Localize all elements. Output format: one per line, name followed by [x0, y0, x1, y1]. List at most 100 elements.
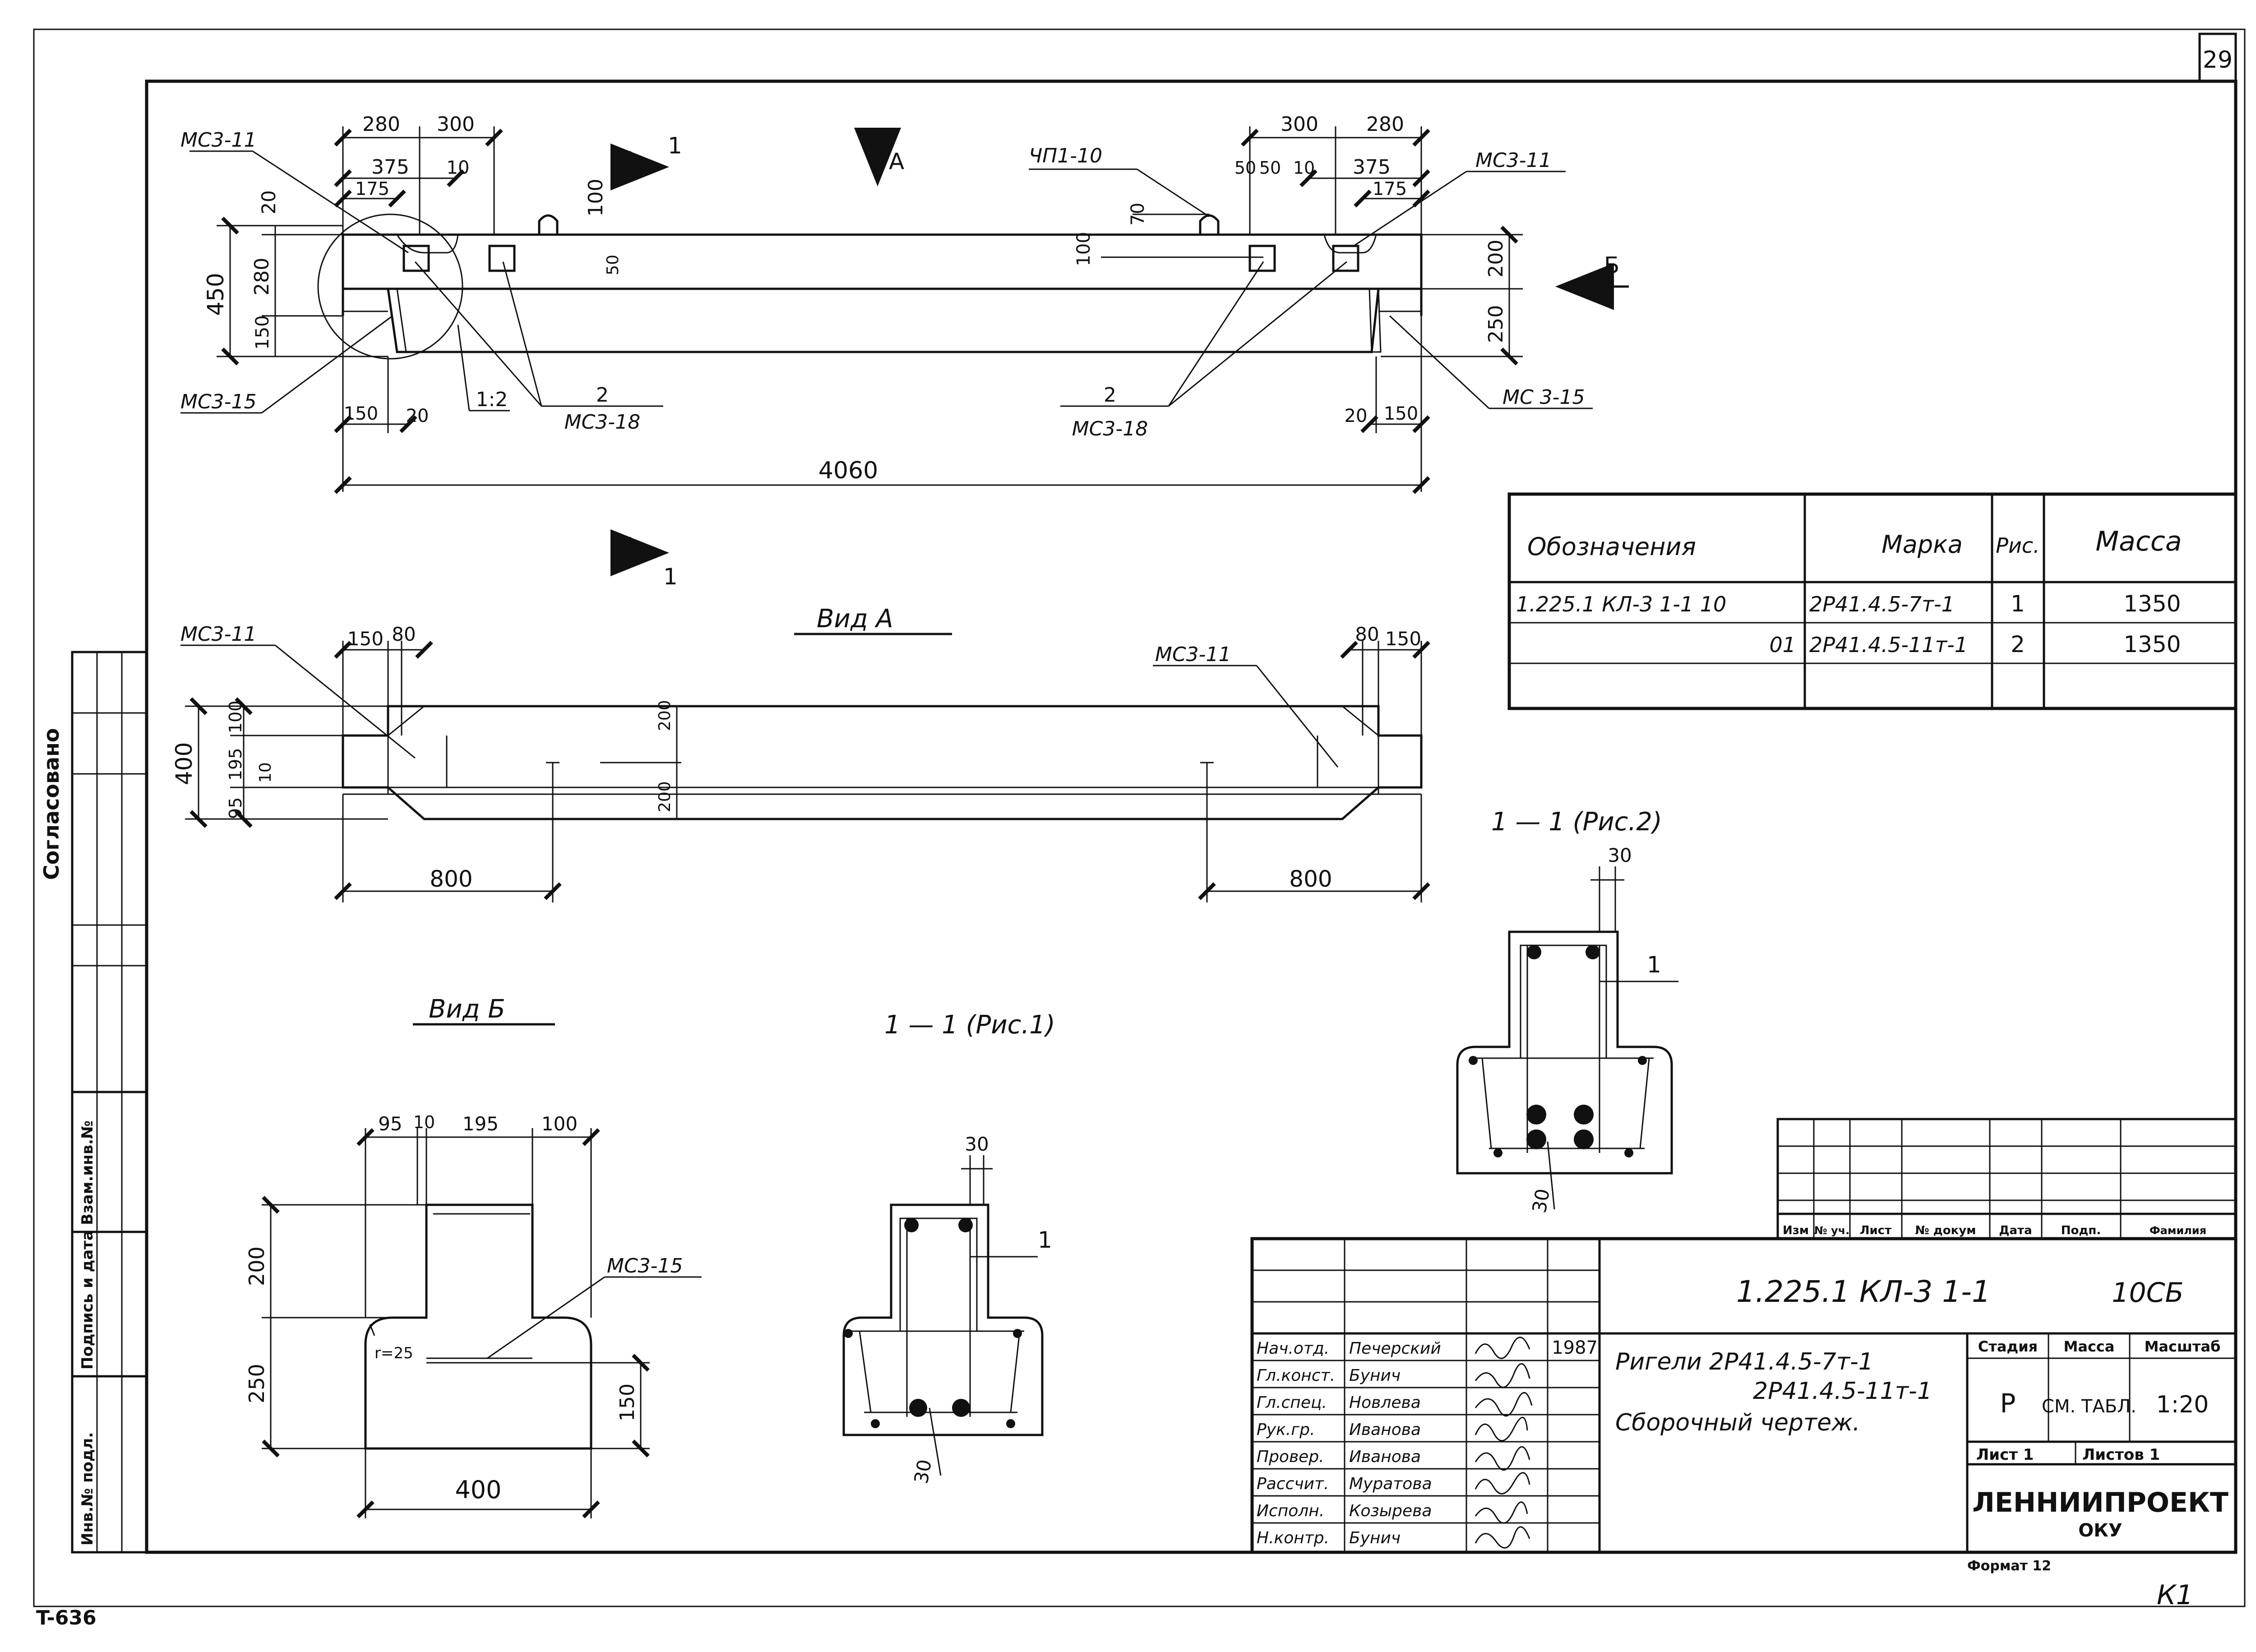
dim-300-left: 300	[437, 113, 475, 136]
rebar-bar	[1527, 945, 1541, 959]
rebar-bar	[1638, 1056, 1647, 1065]
spec-header-figure: Рис.	[1996, 533, 2040, 558]
rev-header-section: № уч.	[1814, 1224, 1849, 1237]
dim-300-right: 300	[1281, 113, 1318, 136]
view-a-dim-95: 95	[226, 797, 245, 819]
signature	[1475, 1526, 1530, 1549]
dim-375-left: 375	[371, 156, 409, 179]
section-fig2-outline	[1456, 930, 1673, 1175]
embedded-plate	[488, 245, 516, 272]
mcz11-left-label: МС3-11	[180, 129, 257, 152]
organization: ЛЕННИИПРОЕКТ	[1972, 1487, 2228, 1518]
dim-375-right: 375	[1353, 156, 1391, 179]
name-1: Бунич	[1349, 1366, 1401, 1385]
role-4: Провер.	[1257, 1448, 1324, 1466]
mcz18-left-label: МС3-18	[564, 411, 641, 434]
view-b-arrow-label: Б	[1604, 252, 1619, 278]
signature	[1475, 1363, 1530, 1388]
spec-row1-figure: 1	[2011, 591, 2025, 617]
spec-row2-designation: 01	[1769, 633, 1796, 657]
slope-label: 1:2	[476, 388, 508, 411]
view-a-dim-200-bottom: 200	[656, 781, 674, 812]
dim-280-right: 280	[1366, 113, 1404, 136]
dim-280-left: 280	[362, 113, 400, 136]
mass-header: Масса	[2064, 1338, 2115, 1355]
section-fig1-bar-label: 1	[1038, 1227, 1052, 1253]
view-b-dim-200: 200	[245, 1246, 269, 1286]
front-view: 280 300 375 10 175 100 50 300 280 50 50 …	[180, 113, 1629, 590]
section-mark-top: 1	[668, 133, 682, 159]
title-line-3: Сборочный чертеж.	[1615, 1409, 1860, 1436]
rev-header-date: Дата	[1999, 1224, 2032, 1237]
view-b-dim-195: 195	[462, 1113, 499, 1135]
view-a-dim-800-left: 800	[430, 866, 472, 892]
dim-250-right: 250	[1484, 305, 1507, 343]
view-b-dim-10: 10	[413, 1112, 435, 1132]
embedded-plate	[402, 245, 430, 272]
section-fig2: 1 — 1 (Рис.2) 1 30 30	[1456, 807, 1678, 1215]
spec-header-designation: Обозначения	[1527, 532, 1696, 561]
rebar-bar	[952, 1399, 970, 1417]
rebar-bar	[1493, 1148, 1502, 1157]
rev-header-sheet: Лист	[1860, 1224, 1891, 1237]
rebar-bar	[1526, 1105, 1546, 1124]
role-3: Рук.гр.	[1257, 1421, 1315, 1439]
name-0: Печерский	[1349, 1339, 1441, 1358]
inv-original-label: Инв.№ подл.	[79, 1432, 97, 1546]
view-a-dim-100: 100	[226, 700, 245, 733]
dim-20-bottom-right: 20	[1345, 406, 1368, 426]
view-a-outline	[342, 705, 1423, 820]
lifting-loop	[538, 214, 559, 235]
overall-length: 4060	[818, 457, 878, 484]
section-fig1-title: 1 — 1 (Рис.1)	[884, 1010, 1055, 1040]
title-line-1: Ригели 2Р41.4.5-7т-1	[1615, 1348, 1873, 1375]
document-code: 1.225.1 КЛ-3 1-1	[1736, 1274, 1991, 1309]
signature	[1475, 1501, 1528, 1524]
dim-20-left: 20	[258, 190, 280, 214]
rebar-bar	[1574, 1129, 1594, 1149]
section-fig1-dim-top: 30	[965, 1133, 989, 1155]
dim-20-bottom-left: 20	[406, 406, 429, 426]
view-a: Вид А 400 95 195 100 10 200 200	[171, 604, 1430, 902]
mcz11-right-label: МС3-11	[1475, 149, 1552, 172]
archive-code: T-636	[36, 1606, 97, 1629]
rebar-bar	[909, 1399, 927, 1417]
sheet-code: 10СБ	[2112, 1277, 2183, 1309]
spec-row2-mark: 2Р41.4.5-11т-1	[1809, 633, 1968, 657]
title-block: 1.225.1 КЛ-3 1-1 10СБ Ригели 2Р41.4.5-7т…	[1250, 1237, 2238, 1554]
section-mark-bottom: 1	[663, 564, 678, 590]
rebar-bar	[1013, 1329, 1022, 1338]
sheet-label: Лист 1	[1976, 1446, 2034, 1464]
inv-replace-label: Взам.инв.№	[79, 1120, 97, 1225]
spec-row1-mark: 2Р41.4.5-7т-1	[1809, 592, 1955, 616]
view-a-dim-200-top: 200	[656, 700, 674, 731]
dim-50-b: 50	[1259, 158, 1281, 178]
view-b-title: Вид Б	[429, 995, 505, 1024]
rebar-bar	[844, 1329, 853, 1338]
spec-header-mass: Масса	[2095, 526, 2182, 557]
signature	[1475, 1416, 1528, 1442]
dim-150-vertical: 150	[252, 315, 273, 350]
detail-circle	[317, 213, 463, 360]
signature	[1475, 1392, 1533, 1417]
department: ОКУ	[2078, 1520, 2122, 1541]
section-fig1-outline	[842, 1203, 1044, 1436]
role-2: Гл.спец.	[1257, 1393, 1327, 1412]
name-4: Иванова	[1349, 1448, 1421, 1466]
dim-50-a: 50	[1234, 158, 1256, 178]
format-label: Формат 12	[1967, 1558, 2051, 1574]
signature	[1475, 1472, 1530, 1495]
dim-150-bottom-left: 150	[344, 403, 378, 424]
rebar-bar	[1006, 1419, 1015, 1428]
rebar-bar	[871, 1419, 880, 1428]
rebar-bar	[958, 1218, 973, 1232]
name-3: Иванова	[1349, 1421, 1421, 1439]
rebar-bar	[904, 1218, 919, 1232]
agreed-label: Согласовано	[39, 728, 64, 880]
section-fig2-bar-label: 1	[1647, 952, 1661, 978]
view-b: Вид Б 95 10 195 100 200 250 150 400 r=2	[245, 995, 702, 1518]
lifting-loop	[1199, 214, 1220, 235]
loop-label: ЧП1-10	[1029, 144, 1102, 167]
view-a-dim-150-right: 150	[1385, 628, 1421, 650]
